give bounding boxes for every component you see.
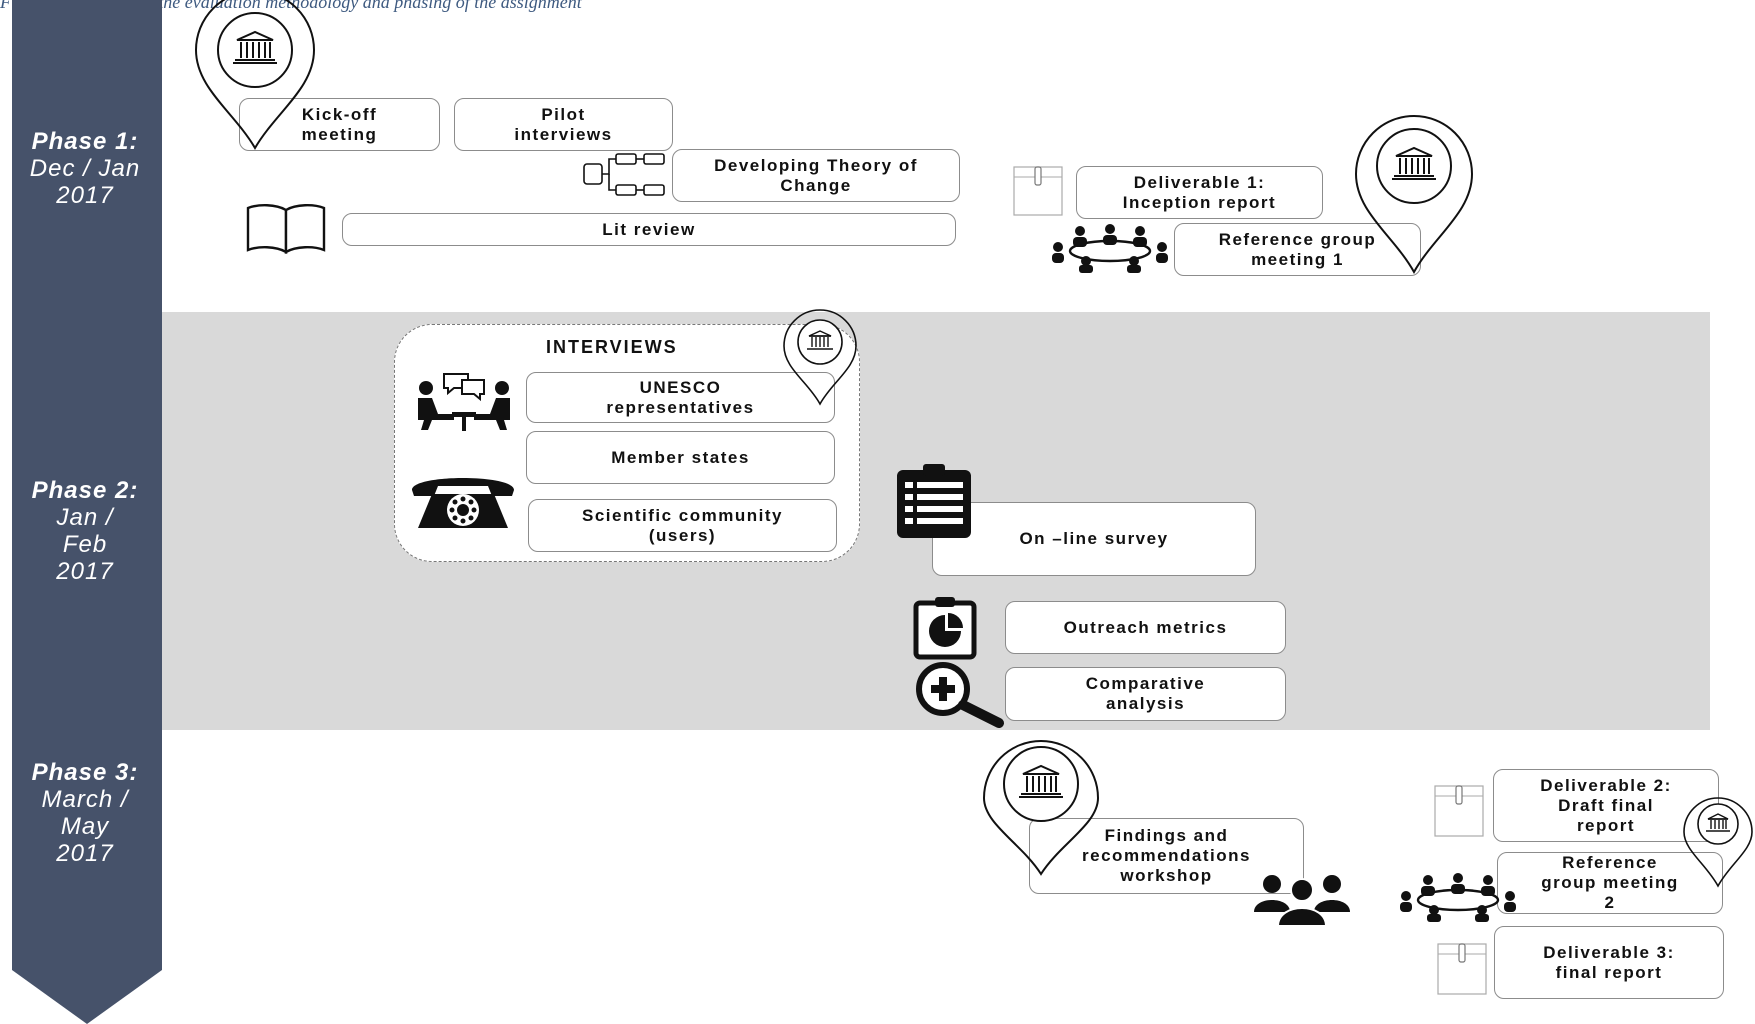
- pie-report-icon: [913, 597, 977, 660]
- unesco-pin-icon: [1683, 797, 1753, 888]
- phase-2-dates: Jan / Feb 2017: [56, 504, 114, 585]
- unesco-pin-icon: [1354, 115, 1474, 275]
- kickoff-meeting-box: Kick-off meeting: [239, 98, 440, 151]
- phase-3-dates: March / May 2017: [41, 786, 129, 867]
- reference-group-1-box: Reference group meeting 1: [1174, 223, 1421, 276]
- document-icon: [1437, 943, 1487, 995]
- phase-1-title: Phase 1:: [31, 128, 139, 155]
- online-survey-box: On –line survey: [932, 502, 1256, 576]
- telephone-icon: [412, 478, 514, 528]
- comparative-analysis-box: Comparative analysis: [1005, 667, 1286, 721]
- deliverable-3-box: Deliverable 3: final report: [1494, 926, 1724, 999]
- interviews-title: INTERVIEWS: [546, 337, 678, 357]
- lit-review-box: Lit review: [342, 213, 956, 246]
- phase-1-dates: Dec / Jan 2017: [29, 155, 141, 209]
- round-table-icon: [1052, 224, 1168, 273]
- outreach-metrics-box: Outreach metrics: [1005, 601, 1286, 654]
- deliverable-2-box: Deliverable 2: Draft final report: [1493, 769, 1719, 842]
- phase-1-label: Phase 1: Dec / Jan 2017: [0, 128, 170, 209]
- unesco-pin-icon: [783, 309, 857, 406]
- document-icon: [1013, 166, 1063, 216]
- phase-2-label: Phase 2: Jan / Feb 2017: [0, 477, 170, 585]
- book-icon: [246, 204, 326, 255]
- reference-group-2-box: Reference group meeting 2: [1497, 852, 1723, 914]
- round-table-icon: [1400, 873, 1516, 922]
- magnifier-plus-icon: [916, 662, 1004, 728]
- phase-3-label: Phase 3: March / May 2017: [0, 759, 170, 867]
- document-icon: [1434, 785, 1484, 837]
- findings-workshop-box: Findings and recommendations workshop: [1029, 818, 1304, 894]
- timeline-arrow: [12, 0, 162, 1024]
- member-states-box: Member states: [526, 431, 835, 484]
- phase-3-title: Phase 3:: [31, 759, 139, 786]
- scientific-community-box: Scientific community (users): [528, 499, 837, 552]
- unesco-representatives-box: UNESCO representatives: [526, 372, 835, 423]
- phase-2-title: Phase 2:: [31, 477, 139, 504]
- conversation-icon: [418, 373, 510, 431]
- flowchart-icon: [583, 153, 665, 196]
- clipboard-icon: [897, 464, 971, 538]
- group-icon: [1254, 875, 1350, 927]
- unesco-pin-icon: [194, 0, 316, 150]
- deliverable-1-box: Deliverable 1: Inception report: [1076, 166, 1323, 219]
- pilot-interviews-box: Pilot interviews: [454, 98, 673, 151]
- theory-of-change-box: Developing Theory of Change: [672, 149, 960, 202]
- unesco-pin-icon: [982, 740, 1100, 876]
